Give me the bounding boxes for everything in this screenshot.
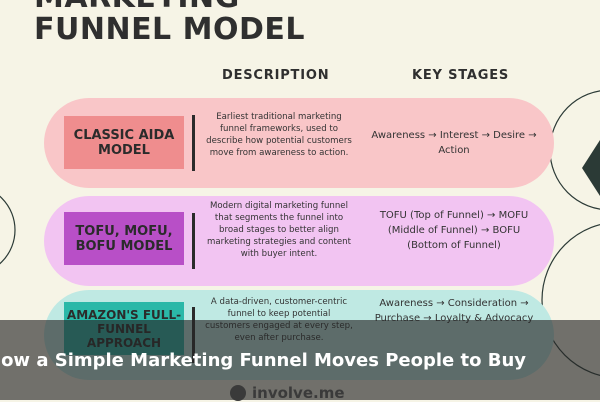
funnel-row-tofu: TOFU, MOFU, BOFU MODEL Modern digital ma… [44,196,554,286]
column-header-stages: KEY STAGES [412,68,510,83]
decorative-arc-left [0,195,16,265]
model-label: CLASSIC AIDA MODEL [64,116,184,169]
decorative-arc-right [549,90,600,210]
logo-text: involve.me [252,384,345,402]
caption-overlay [0,320,600,400]
model-description: Earliest traditional marketing funnel fr… [206,112,352,158]
model-stages: TOFU (Top of Funnel) → MOFU (Middle of F… [379,210,529,251]
model-stages: Awareness → Interest → Desire → Action [371,130,537,156]
model-label: TOFU, MOFU, BOFU MODEL [64,212,184,265]
divider-bar [192,213,195,269]
decorative-triangle-right [582,140,600,196]
logo-icon [230,385,246,401]
divider-bar [192,115,195,171]
brand-logo: involve.me [230,384,345,402]
funnel-row-aida: CLASSIC AIDA MODEL Earliest traditional … [44,98,554,188]
page-title-line1: MARKETING [34,0,240,15]
decorative-arc-right-lower [541,224,600,376]
column-header-description: DESCRIPTION [222,68,330,83]
page-title-line2: FUNNEL MODEL [34,12,305,47]
model-stages: Awareness → Consideration → Purchase → L… [374,298,534,324]
caption-text: How a Simple Marketing Funnel Moves Peop… [0,350,527,371]
model-description: Modern digital marketing funnel that seg… [207,201,351,259]
